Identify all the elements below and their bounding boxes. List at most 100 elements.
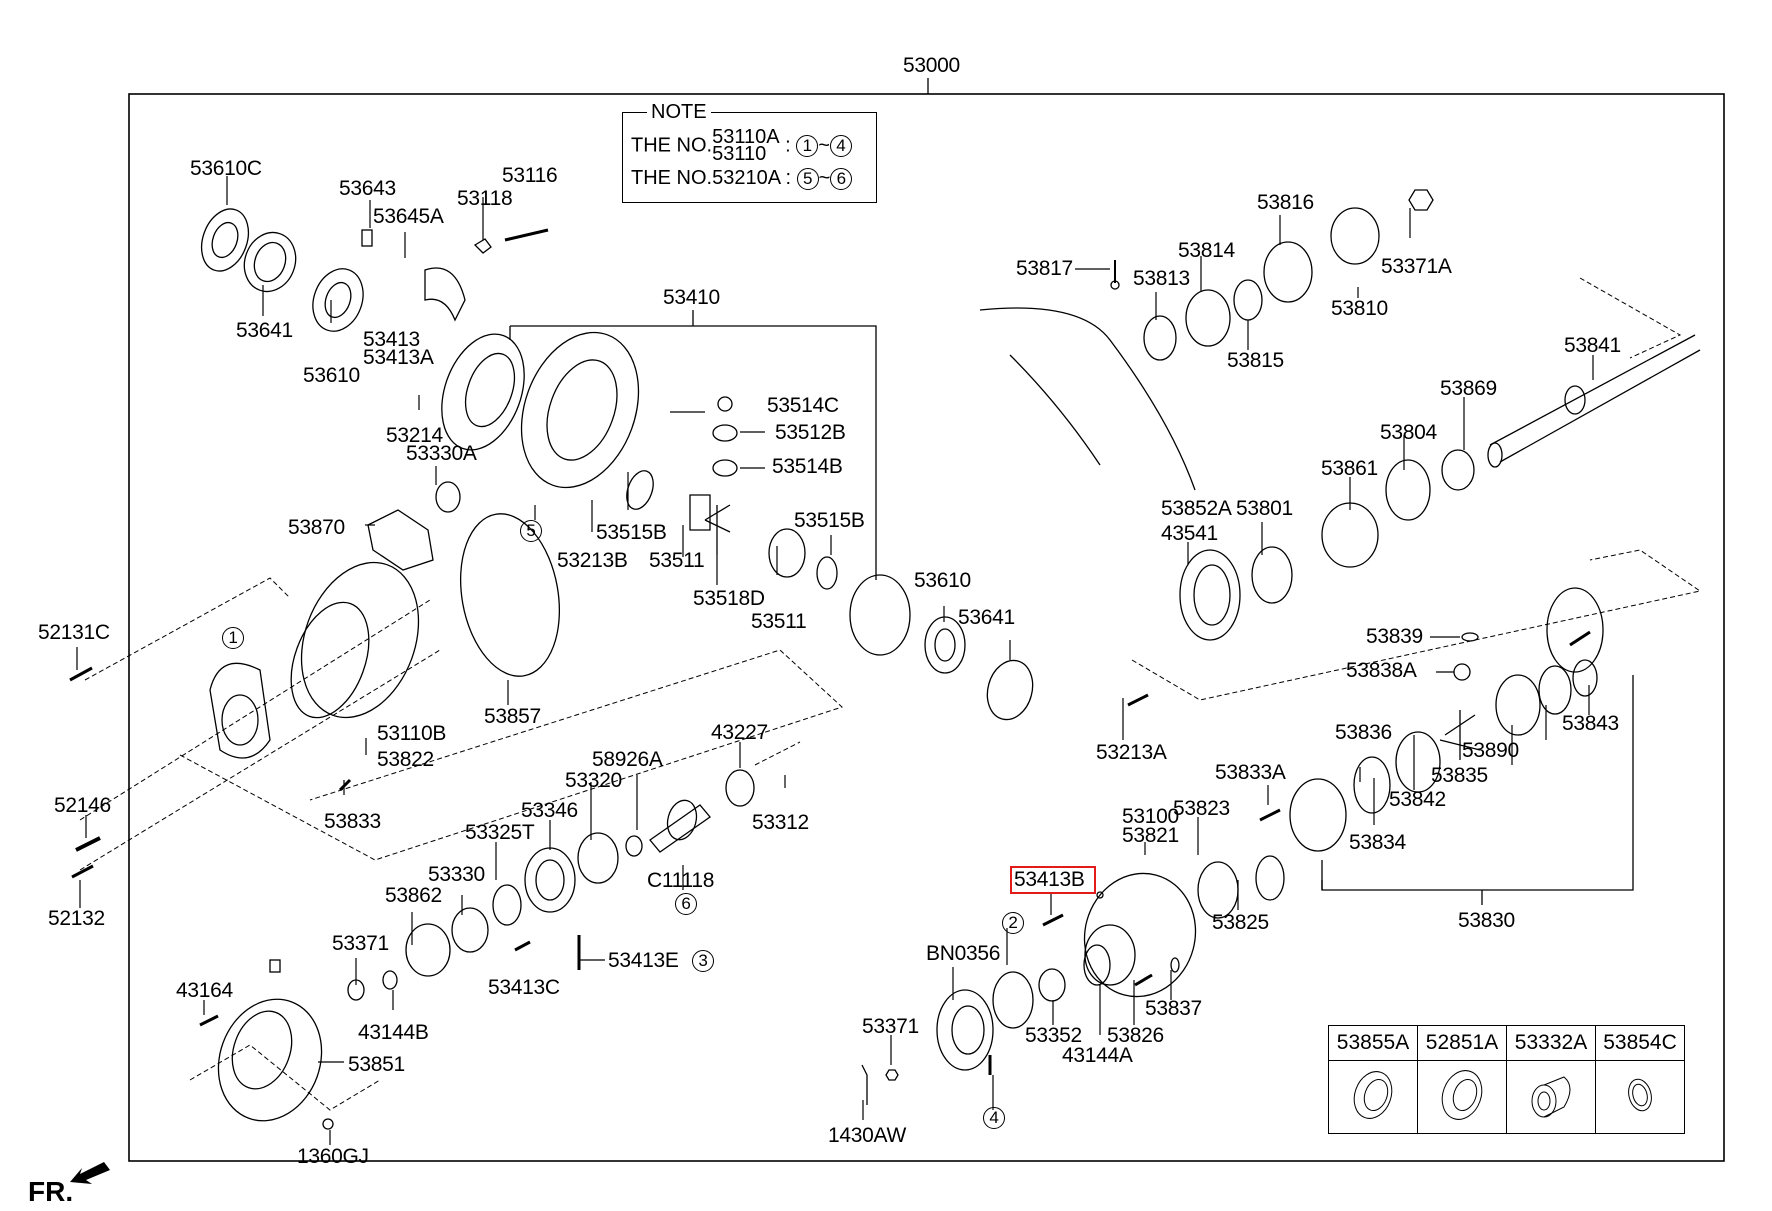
bracket-53410 xyxy=(510,325,877,580)
part-label[interactable]: 58926A xyxy=(592,748,663,771)
part-label[interactable]: 53610 xyxy=(914,569,971,592)
part-label[interactable]: 53801 xyxy=(1236,497,1293,520)
part-label[interactable]: 43144A xyxy=(1062,1044,1133,1067)
kit-header[interactable]: 53332A xyxy=(1506,1025,1596,1061)
part-label[interactable]: 53837 xyxy=(1145,997,1202,1020)
kit-header[interactable]: 53854C xyxy=(1595,1025,1685,1061)
note-title: NOTE xyxy=(647,101,711,124)
part-label[interactable]: 53814 xyxy=(1178,239,1235,262)
part-label[interactable]: 53836 xyxy=(1335,721,1392,744)
kit-header[interactable]: 52851A xyxy=(1417,1025,1507,1061)
part-label[interactable]: 53861 xyxy=(1321,457,1378,480)
part-label[interactable]: 53413 xyxy=(363,328,420,351)
part-label[interactable]: 53833 xyxy=(324,810,381,833)
note-prefix: THE NO. xyxy=(631,134,713,157)
part-label[interactable]: BN0356 xyxy=(926,942,1001,965)
part-label[interactable]: 53312 xyxy=(752,811,809,834)
part-label[interactable]: 53641 xyxy=(958,606,1015,629)
part-label[interactable]: 52132 xyxy=(48,907,105,930)
part-label[interactable]: 53834 xyxy=(1349,831,1406,854)
part-label[interactable]: 53838A xyxy=(1346,659,1417,682)
part-label[interactable]: 53320 xyxy=(565,769,622,792)
part-label[interactable]: 53213A xyxy=(1096,741,1167,764)
part-label[interactable]: 53843 xyxy=(1562,712,1619,735)
callout-1: 1 xyxy=(222,627,244,649)
part-label[interactable]: 53413A xyxy=(363,346,434,369)
callout-3: 3 xyxy=(692,950,714,972)
part-label[interactable]: 53610 xyxy=(303,364,360,387)
part-label[interactable]: 53371 xyxy=(862,1015,919,1038)
part-label[interactable]: 53514C xyxy=(767,394,839,417)
part-label[interactable]: 53413C xyxy=(488,976,560,999)
part-label[interactable]: 52131C xyxy=(38,621,110,644)
part-label[interactable]: 53352 xyxy=(1025,1024,1082,1047)
part-label highlighted-part-label[interactable]: 53413B xyxy=(1014,868,1085,891)
part-label[interactable]: 53515B xyxy=(596,521,667,544)
kit-header[interactable]: 53855A xyxy=(1328,1025,1418,1061)
part-label[interactable]: 53371 xyxy=(332,932,389,955)
note-row-2: THE NO.53210A : 5~6 xyxy=(631,167,853,190)
part-label[interactable]: 53413E xyxy=(608,949,679,972)
part-label[interactable]: 53816 xyxy=(1257,191,1314,214)
part-label[interactable]: 53511 xyxy=(649,549,705,572)
part-label[interactable]: 53852A xyxy=(1161,497,1232,520)
part-label[interactable]: 1360GJ xyxy=(297,1145,369,1168)
part-label[interactable]: 53371A xyxy=(1381,255,1452,278)
part-label[interactable]: 53841 xyxy=(1564,334,1621,357)
part-label[interactable]: 53100 xyxy=(1122,805,1179,828)
part-label[interactable]: 53815 xyxy=(1227,349,1284,372)
part-label[interactable]: 53851 xyxy=(348,1053,405,1076)
part-label[interactable]: 53213B xyxy=(557,549,628,572)
part-label[interactable]: 53835 xyxy=(1431,764,1488,787)
part-label[interactable]: 53518D xyxy=(693,587,765,610)
part-label[interactable]: 53869 xyxy=(1440,377,1497,400)
part-label[interactable]: 53825 xyxy=(1212,911,1269,934)
part-label[interactable]: 53346 xyxy=(521,799,578,822)
part-label[interactable]: 43541 xyxy=(1161,522,1218,545)
part-label[interactable]: 53118 xyxy=(457,187,513,210)
part-label[interactable]: 53817 xyxy=(1016,257,1073,280)
part-label[interactable]: 53833A xyxy=(1215,761,1286,784)
part-label[interactable]: 53325T xyxy=(465,821,535,844)
part-label[interactable]: 53890 xyxy=(1462,739,1519,762)
part-label[interactable]: 53842 xyxy=(1389,788,1446,811)
part-label[interactable]: 53116 xyxy=(502,164,558,187)
part-label[interactable]: 53870 xyxy=(288,516,345,539)
part-label[interactable]: 53810 xyxy=(1331,297,1388,320)
part-label[interactable]: 53110B xyxy=(377,722,447,745)
part-label[interactable]: 53641 xyxy=(236,319,293,342)
part-label[interactable]: 53804 xyxy=(1380,421,1437,444)
part-label[interactable]: 43227 xyxy=(711,721,768,744)
callout-5: 5 xyxy=(520,520,542,542)
part-label[interactable]: 53645A xyxy=(373,205,444,228)
part-label[interactable]: 53823 xyxy=(1173,797,1230,820)
part-label[interactable]: 53826 xyxy=(1107,1024,1164,1047)
part-label[interactable]: 53610C xyxy=(190,157,262,180)
part-label[interactable]: 53857 xyxy=(484,705,541,728)
part-label[interactable]: 53330A xyxy=(406,442,477,465)
leader-lines xyxy=(76,176,1594,1145)
assembly-number[interactable]: 53000 xyxy=(903,54,960,77)
part-label[interactable]: 53214 xyxy=(386,424,443,447)
part-label[interactable]: 53511 xyxy=(751,610,807,633)
part-label[interactable]: 53512B xyxy=(775,421,846,444)
part-label[interactable]: 53515B xyxy=(794,509,865,532)
note-range-from: 5 xyxy=(796,167,819,190)
part-label[interactable]: 43144B xyxy=(358,1021,429,1044)
part-label[interactable]: 53813 xyxy=(1133,267,1190,290)
part-label[interactable]: 53643 xyxy=(339,177,396,200)
part-label[interactable]: 53330 xyxy=(428,863,485,886)
part-label[interactable]: 53830 xyxy=(1458,909,1515,932)
part-label[interactable]: 43164 xyxy=(176,979,233,1002)
part-label[interactable]: 52146 xyxy=(54,794,111,817)
part-label[interactable]: 53822 xyxy=(377,748,434,771)
note-range-to: 4 xyxy=(829,135,852,157)
part-label[interactable]: C11118 xyxy=(647,869,715,892)
part-label[interactable]: 53514B xyxy=(772,455,843,478)
part-label[interactable]: 53410 xyxy=(663,286,720,309)
part-label[interactable]: 53862 xyxy=(385,884,442,907)
note-part: 53110A xyxy=(712,126,780,148)
part-label[interactable]: 53839 xyxy=(1366,625,1423,648)
part-label[interactable]: 1430AW xyxy=(828,1124,906,1147)
part-label[interactable]: 53821 xyxy=(1122,824,1179,847)
